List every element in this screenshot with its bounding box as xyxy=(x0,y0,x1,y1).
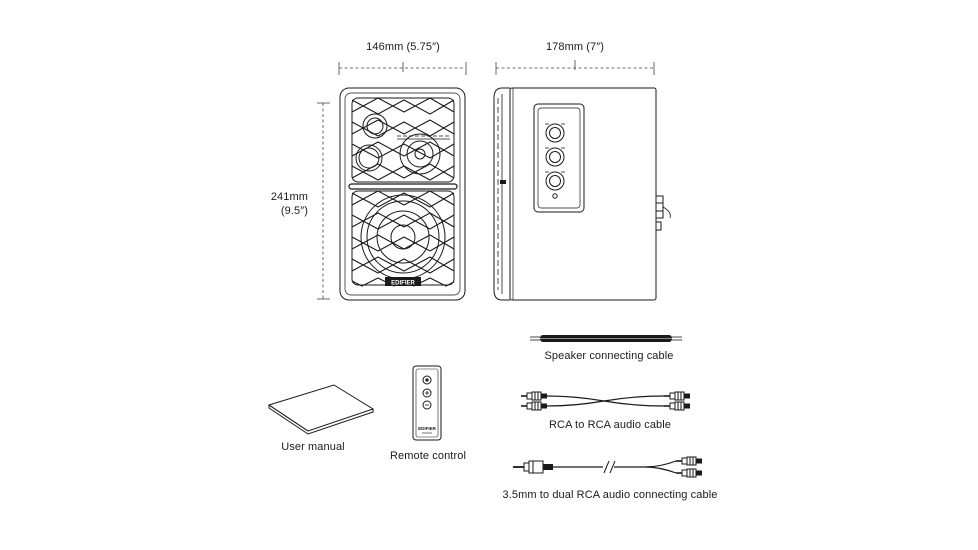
side-depth-label: 178mm (7″) xyxy=(545,41,605,53)
speaker-front-icon xyxy=(339,87,466,301)
speaker-cable-caption: Speaker connecting cable xyxy=(544,350,674,362)
speaker-brand-badge: EDIFIER xyxy=(391,281,415,287)
speaker-cable-icon xyxy=(530,335,682,342)
aux-cable-caption: 3.5mm to dual RCA audio connecting cable xyxy=(502,489,718,501)
remote-control-caption: Remote control xyxy=(390,450,466,462)
remote-icon xyxy=(412,365,442,441)
dimension-lines xyxy=(317,60,655,300)
height-in-label: (9.5″) xyxy=(280,205,308,217)
front-width-label: 146mm (5.75″) xyxy=(366,41,440,53)
manual-icon xyxy=(267,384,375,435)
user-manual-caption: User manual xyxy=(281,441,345,453)
aux-cable-icon xyxy=(513,456,703,478)
rca-cable-caption: RCA to RCA audio cable xyxy=(548,419,672,431)
remote-brand-badge: EDIFIER xyxy=(418,426,437,431)
height-mm-label: 241mm xyxy=(270,191,308,203)
rca-cable-icon xyxy=(520,391,691,411)
speaker-side-icon xyxy=(493,87,671,301)
